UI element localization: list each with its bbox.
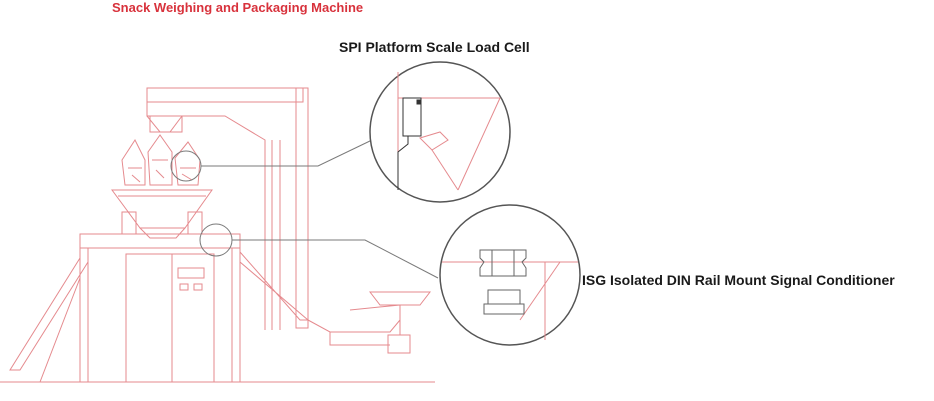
signal-conditioner-zoom-source	[199, 223, 233, 257]
machine-outline	[0, 87, 435, 383]
right-diagonal	[239, 251, 310, 321]
load-cell-detail	[369, 61, 511, 203]
gantry-column	[295, 87, 309, 329]
signal-conditioner-label: ISG Isolated DIN Rail Mount Signal Condi…	[582, 272, 895, 288]
control-display	[177, 267, 205, 279]
control-cabinet	[125, 253, 215, 383]
din-rail-module	[479, 249, 527, 315]
gantry-top	[146, 87, 304, 103]
main-frame	[79, 233, 241, 249]
gantry-beam	[146, 102, 266, 330]
weigher-buckets	[121, 138, 146, 186]
conveyor	[307, 319, 401, 333]
signal-conditioner-detail	[439, 204, 581, 346]
left-diagonal	[9, 257, 89, 371]
leader-lines	[201, 139, 439, 279]
load-cell-label: SPI Platform Scale Load Cell	[339, 39, 530, 55]
top-hopper	[146, 115, 183, 133]
output-hopper	[368, 291, 432, 306]
load-cell-device	[397, 97, 422, 190]
page-title: Snack Weighing and Packaging Machine	[112, 0, 364, 15]
